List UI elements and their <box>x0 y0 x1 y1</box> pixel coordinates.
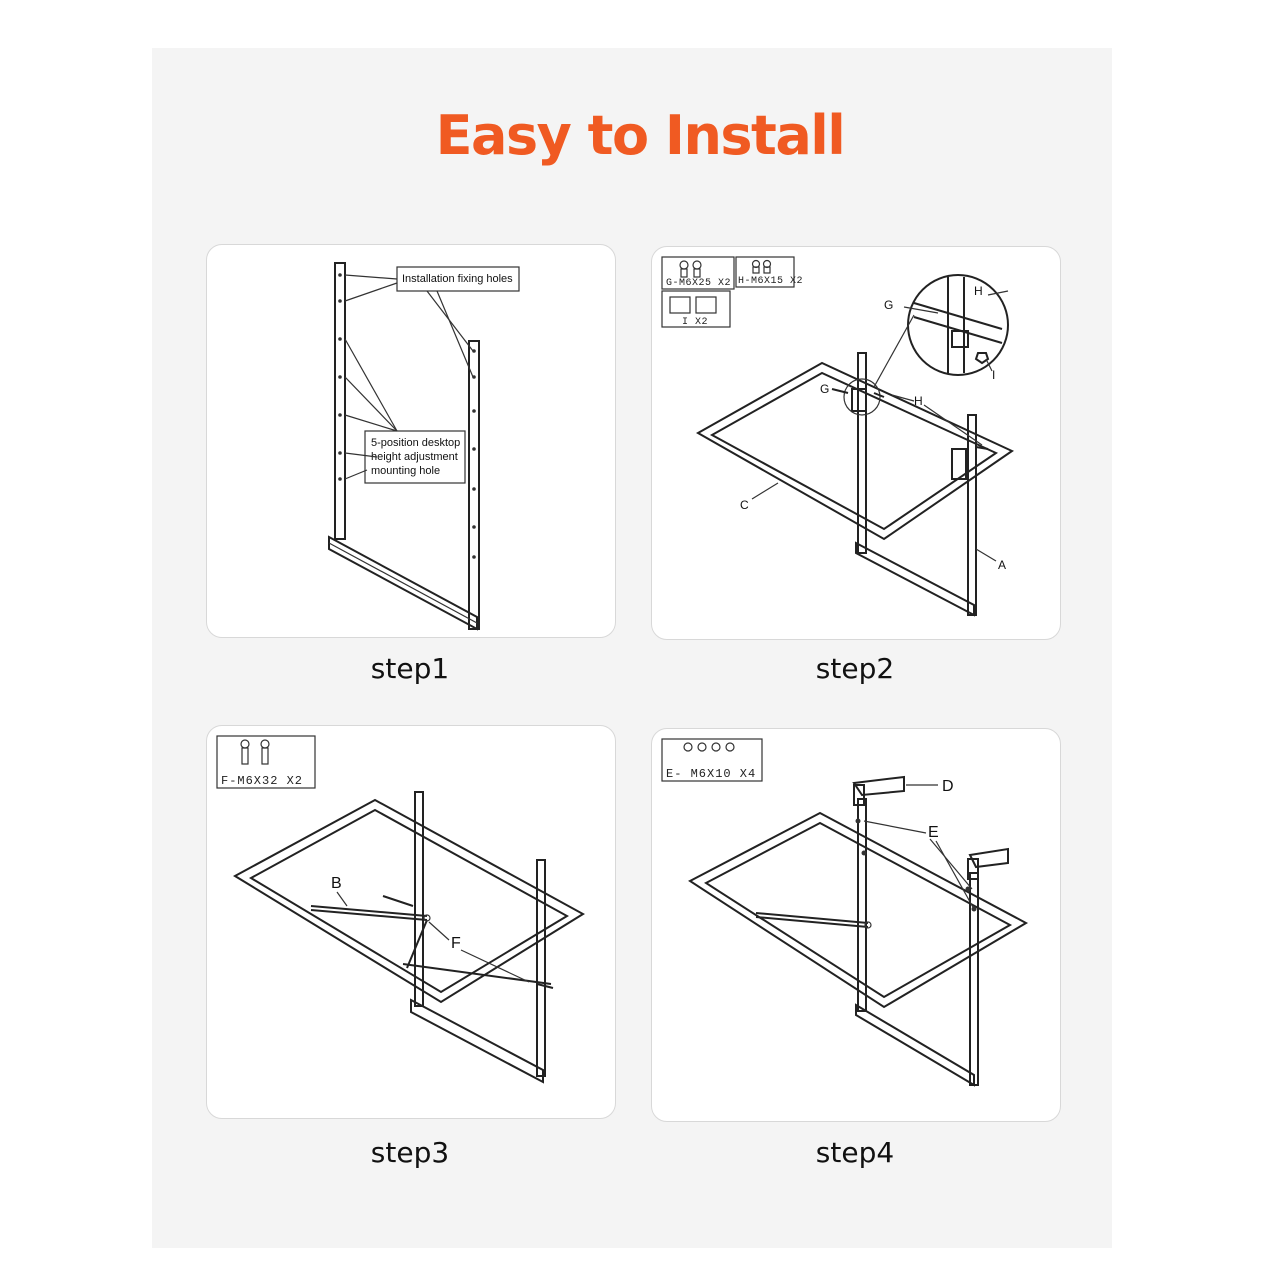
step1-drawing: Installation fixing holes 5-position des… <box>328 262 520 631</box>
fixing-holes-callout <box>396 266 520 292</box>
step2-diagram-card: G-M6X25 X2 H-M6X15 X2 I X2 G H I <box>651 246 1061 640</box>
step3-label: step3 <box>370 1136 450 1169</box>
page-title: Easy to Install <box>435 104 846 167</box>
part-label-h: H <box>914 394 923 408</box>
part-label-d: D <box>942 778 954 795</box>
part-label-f: F <box>451 935 461 952</box>
part-label-h-detail: H <box>974 284 983 298</box>
part-label-i-detail: I <box>992 368 995 382</box>
detail-zoom-circle <box>907 274 1009 376</box>
height-adjust-line-2: height adjustment <box>371 451 458 463</box>
step3-diagram-card: F-M6X32 X2 B F <box>206 725 616 1119</box>
step1-diagram-card: Installation fixing holes 5-position des… <box>206 244 616 638</box>
part-label-a: A <box>998 558 1006 572</box>
part-label-c: C <box>740 498 749 512</box>
height-adjust-callout <box>364 430 466 484</box>
step1-label: step1 <box>370 652 450 685</box>
height-adjust-line-1: 5-position desktop <box>371 437 460 449</box>
step2-label: step2 <box>815 652 895 685</box>
step4-label: step4 <box>815 1136 895 1169</box>
step4-diagram-card: E- M6X10 X4 D E <box>651 728 1061 1122</box>
height-adjust-line-3: mounting hole <box>371 465 440 477</box>
hardware-box-f <box>216 735 316 789</box>
part-label-g: G <box>820 382 829 396</box>
part-label-g-detail: G <box>884 298 893 312</box>
hardware-e-text: E- M6X10 X4 <box>666 767 756 781</box>
hardware-g-text: G-M6X25 X2 <box>666 278 731 289</box>
fixing-holes-text: Installation fixing holes <box>402 273 513 285</box>
step3-drawing: F-M6X32 X2 B F <box>216 735 585 1084</box>
hardware-box-g <box>661 256 735 290</box>
hardware-i-text: I X2 <box>682 317 708 328</box>
hardware-box-h <box>735 256 795 288</box>
part-label-b: B <box>331 875 342 892</box>
hardware-h-text: H-M6X15 X2 <box>738 276 803 287</box>
part-label-e: E <box>928 824 939 841</box>
step4-drawing: E- M6X10 X4 D E <box>661 738 1029 1087</box>
hardware-f-text: F-M6X32 X2 <box>221 774 303 788</box>
step2-drawing: G-M6X25 X2 H-M6X15 X2 I X2 G H I <box>661 256 1015 617</box>
